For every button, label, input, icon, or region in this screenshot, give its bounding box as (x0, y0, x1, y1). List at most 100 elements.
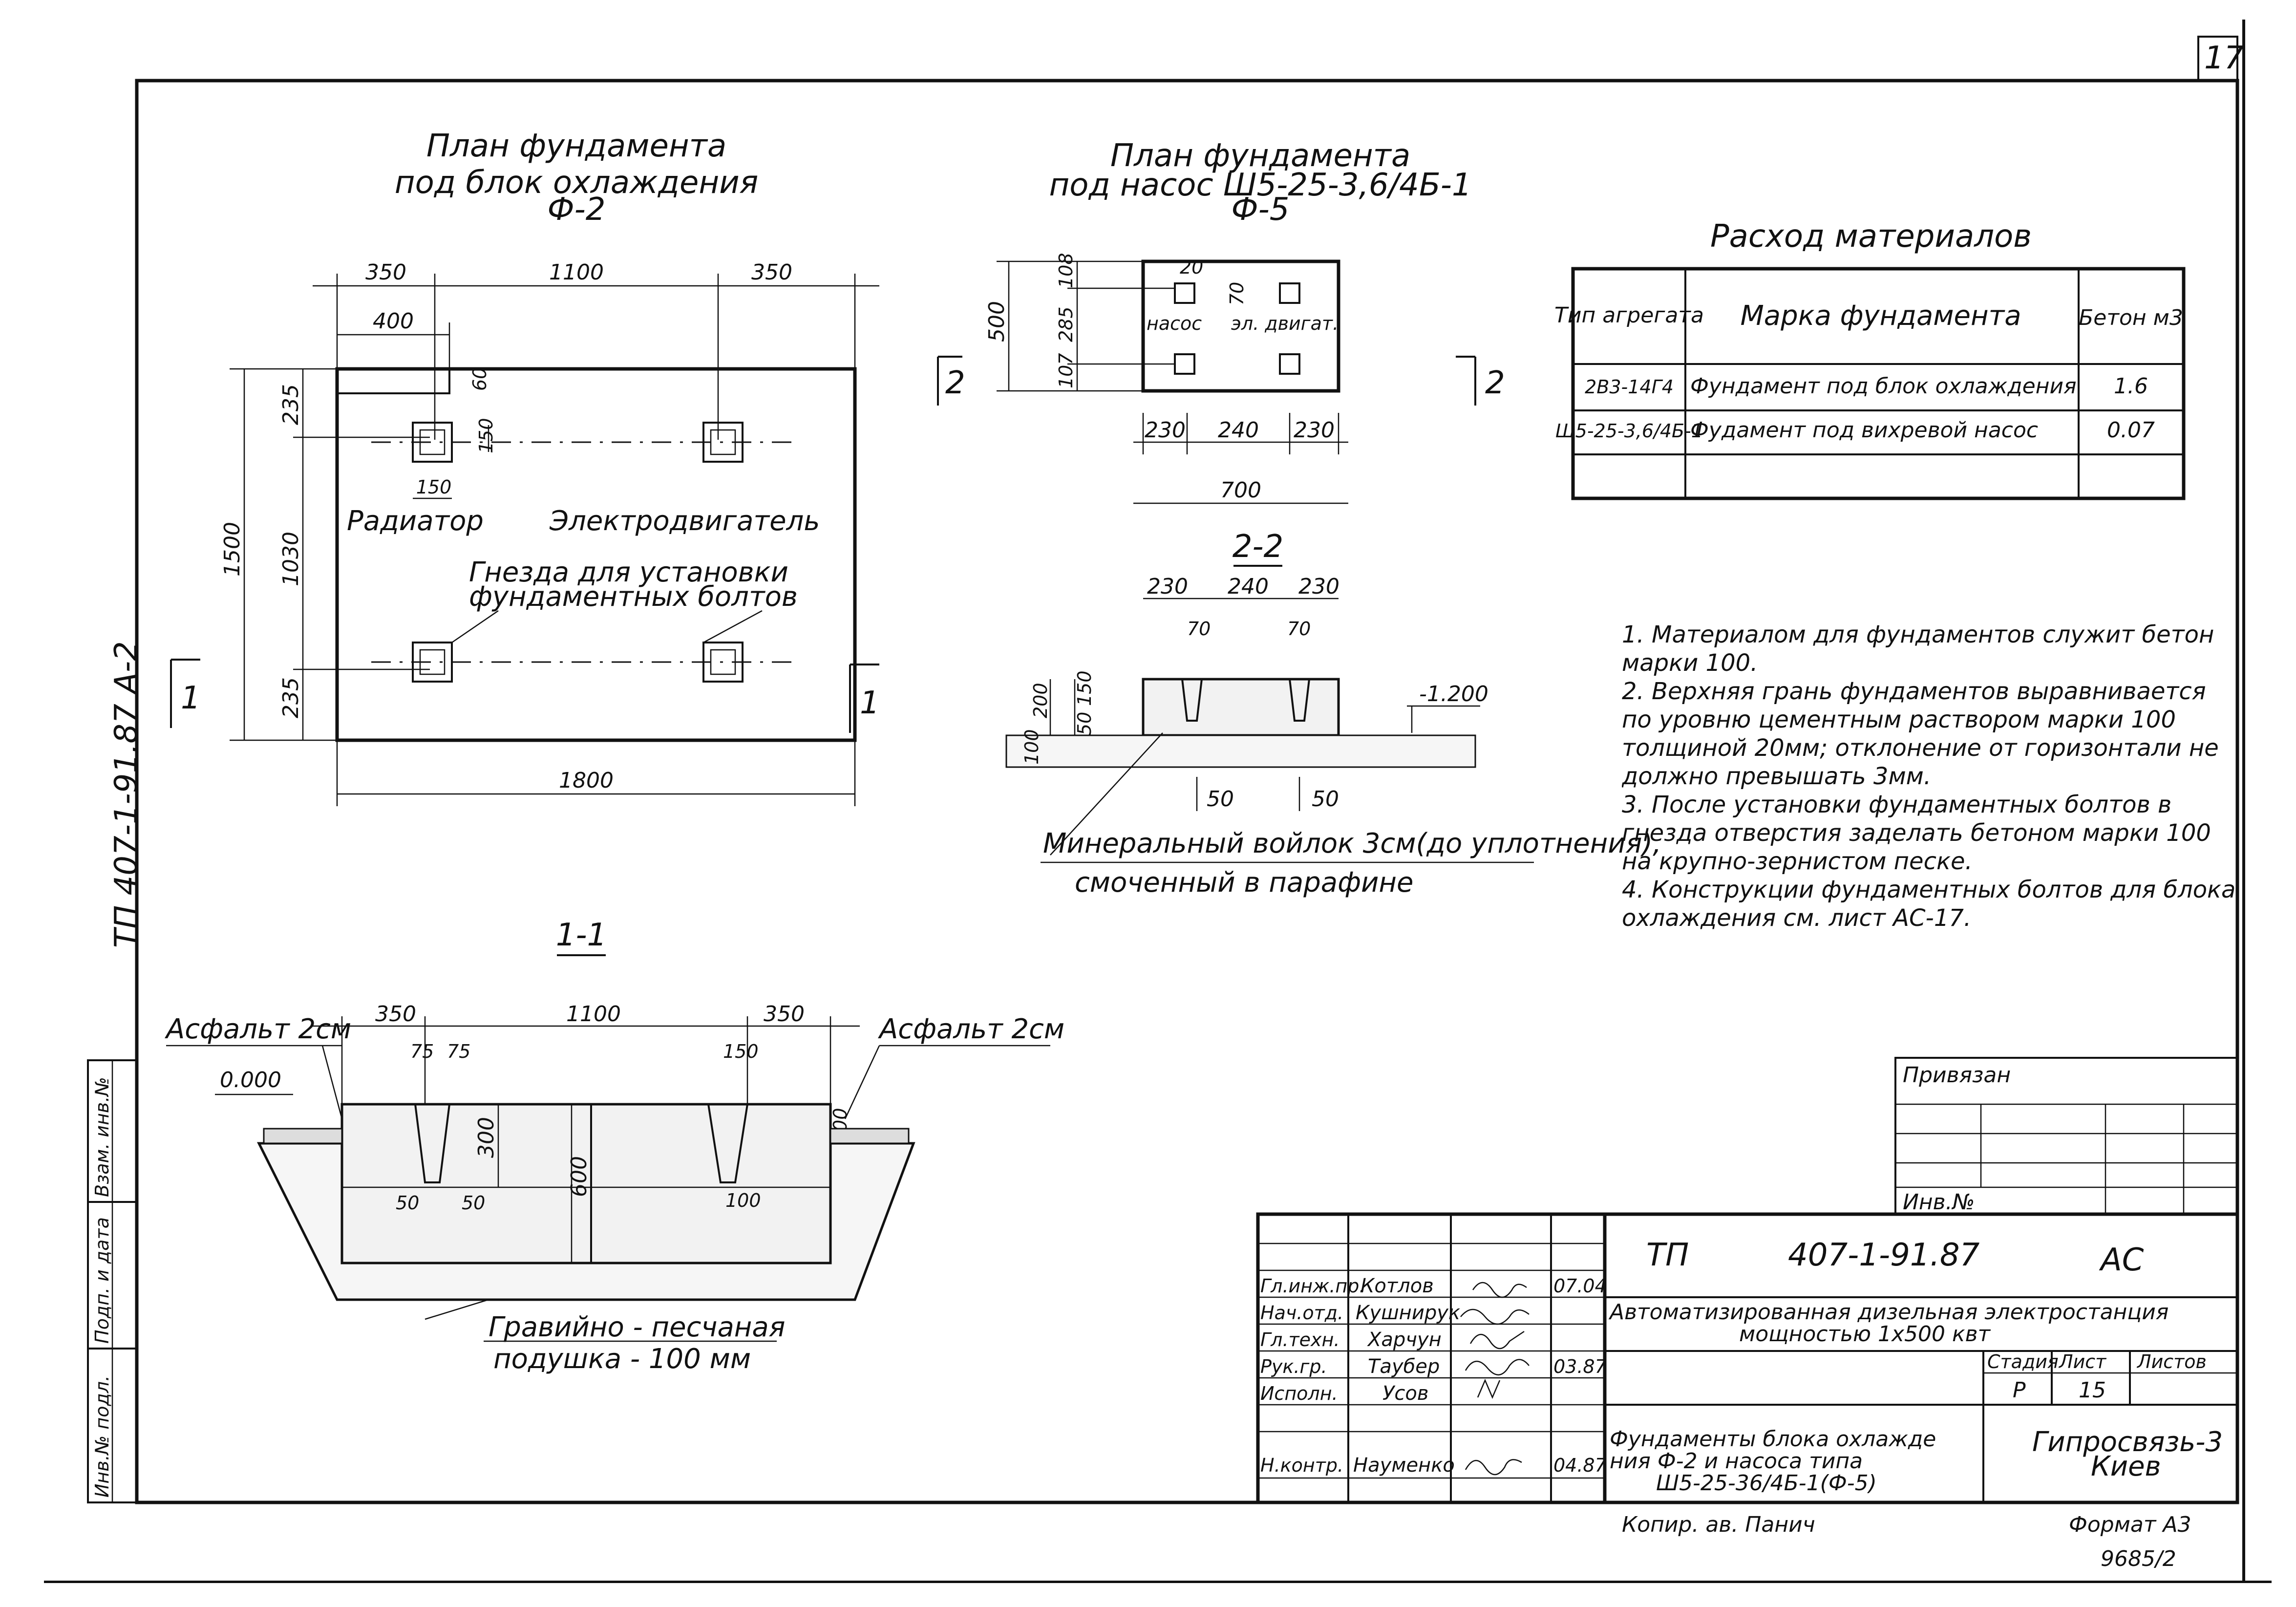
page-number-box (2197, 36, 2238, 82)
f2-dim-150-h: 150 (416, 476, 452, 498)
s22-dim-50-v: 50 (1074, 712, 1095, 735)
s11-dim-600: 600 (567, 1156, 592, 1197)
tb-name-4: Усов (1382, 1382, 1428, 1405)
s11-dim-50-b: 50 (462, 1192, 485, 1214)
f5-dim-500: 500 (984, 301, 1009, 342)
asphalt-left: Асфальт 2см (165, 1013, 351, 1045)
privyazan-inv: Инв.№ (1903, 1190, 1975, 1215)
materials-header-concrete: Бетон м3 (2079, 305, 2183, 330)
note-2: 2. Верхняя грань фундаментов выравнивает… (1622, 678, 2219, 790)
s11-dim-100-bottom: 100 (725, 1190, 761, 1211)
page-number: 17 (2204, 40, 2244, 76)
sheet-bottom-edge (44, 1581, 2272, 1583)
sheet-right-edge (2242, 20, 2245, 1583)
level-0000: 0.000 (220, 1068, 281, 1093)
s22-dim-100: 100 (1021, 729, 1042, 765)
tb-name-3: Таубер (1368, 1355, 1440, 1378)
signatures (1460, 1282, 1530, 1476)
materials-title: Расход материалов (1710, 218, 2032, 255)
s11-asphalt-right (829, 1128, 910, 1144)
tb-sheets-header: Листов (2136, 1351, 2207, 1372)
f5-label-pump: насос (1147, 313, 1202, 334)
plan-f5-title-3: Ф-5 (1232, 192, 1290, 228)
s11-cushion-2: подушка - 100 мм (493, 1343, 751, 1375)
tb-date-3: 03.87 (1553, 1356, 1607, 1377)
s11-dim-75-b: 75 (447, 1041, 470, 1062)
plan-f5-title-2: под насос Ш5-25-3,6/4Б-1 (1049, 167, 1471, 203)
note-4: 4. Конструкции фундаментных болтов для б… (1622, 876, 2236, 932)
materials-row2-concrete: 0.07 (2107, 418, 2155, 443)
f2-dim-150-v: 150 (475, 418, 497, 453)
f2-dim-350-right: 350 (751, 260, 792, 285)
tb-drawing-2: ния Ф-2 и насоса типа (1610, 1449, 1863, 1474)
s22-foundation (1142, 678, 1340, 737)
tb-name-1: Кушнирук (1356, 1302, 1460, 1324)
materials-header-type: Тип агрегата (1554, 303, 1704, 328)
tb-role-1: Нач.отд. (1260, 1302, 1343, 1324)
section-mark-2-left: 2 (945, 365, 965, 401)
copied-by: Копир. ав. Панич (1622, 1512, 1815, 1537)
s22-dim-50-right: 50 (1312, 787, 1339, 812)
plan-f2-title-2: под блок охлаждения (395, 165, 759, 201)
s11-dim-1100: 1100 (566, 1002, 621, 1027)
label-sockets-2: фундаментных болтов (469, 581, 798, 613)
section-1-1-title: 1-1 (556, 917, 607, 953)
stamp-vzam-inv: Взам. инв.№ (91, 1077, 113, 1197)
s22-dim-230-right: 230 (1298, 574, 1339, 599)
foundation-f5-outline (1141, 259, 1340, 393)
f2-dim-400: 400 (373, 309, 414, 334)
tb-role-4: Исполн. (1260, 1383, 1338, 1404)
privyazan-block: Привязан Инв.№ (1894, 1057, 2238, 1215)
tb-code-suffix: АС (2099, 1242, 2144, 1278)
asphalt-right: Асфальт 2см (878, 1013, 1064, 1045)
plan-f2-title-1: План фундамента (426, 128, 726, 164)
f2-dim-1100: 1100 (549, 260, 604, 285)
f2-dim-1500: 1500 (220, 522, 245, 577)
plan-f5-title-1: План фундамента (1110, 138, 1410, 174)
f2-dim-60: 60 (469, 367, 490, 391)
f5-dim-20: 20 (1180, 257, 1203, 278)
tb-project-2: мощностью 1х500 квт (1739, 1322, 1991, 1347)
side-code: ТП 407-1-91.87 А-2 (108, 641, 145, 948)
s11-dim-350-left: 350 (375, 1002, 416, 1027)
privyazan-title: Привязан (1903, 1063, 2011, 1088)
s22-note-1: Минеральный войлок 3см(до уплотнения), (1043, 828, 1661, 859)
tb-date-0: 07.04 (1553, 1275, 1607, 1297)
tb-sheet: 15 (2079, 1378, 2106, 1403)
label-sockets-1: Гнезда для установки (469, 557, 788, 588)
stamp-inv-podl: Инв.№ подл. (91, 1375, 113, 1498)
note-1: 1. Материалом для фундаментов служит бет… (1622, 621, 2214, 677)
tb-role-5: Н.контр. (1260, 1455, 1343, 1476)
s22-dim-50-left: 50 (1207, 787, 1234, 812)
f5-dim-285: 285 (1055, 306, 1077, 342)
f2-dim-1800: 1800 (559, 768, 614, 793)
plan-f2-title-3: Ф-2 (548, 192, 606, 228)
s22-dim-70-right: 70 (1287, 618, 1311, 640)
tb-project-1: Автоматизированная дизельная электростан… (1608, 1300, 2168, 1325)
f5-dim-107: 107 (1055, 353, 1077, 388)
label-radiator: Радиатор (347, 505, 484, 537)
tb-role-2: Гл.техн. (1260, 1329, 1339, 1350)
tb-sheet-header: Лист (2058, 1351, 2107, 1372)
materials-row2-mark: Фудамент под вихревой насос (1690, 418, 2038, 443)
f5-dim-230-right: 230 (1294, 418, 1335, 443)
s22-level: -1.200 (1419, 682, 1488, 707)
section-mark-1-right: 1 (860, 685, 880, 721)
side-stamp: Инв.№ подл. Подп. и дата Взам. инв.№ (87, 1059, 138, 1503)
foundation-f2-outline (335, 367, 857, 742)
format-label: Формат А3 (2069, 1512, 2191, 1537)
section-1-1: 1-1 Асфальт 2см Асфальт 2см 0.000 350 11… (165, 917, 1064, 1375)
materials-row1-mark: Фундамент под блок охлаждения (1690, 374, 2077, 399)
s22-dim-150: 150 (1074, 670, 1095, 706)
stamp-podp-data: Подп. и дата (91, 1217, 113, 1344)
s22-dim-70-left: 70 (1187, 618, 1211, 640)
materials-header-mark: Марка фундамента (1740, 300, 2021, 332)
tb-org-1: Гипросвязь-3 (2032, 1426, 2223, 1458)
section-mark-2-right: 2 (1485, 365, 1505, 401)
materials-row2-type: Ш5-25-3,6/4Б-1 (1555, 420, 1703, 442)
sheet-frame (135, 79, 2239, 1504)
materials-table: Расход материалов Тип агрегата Марка фун… (1554, 218, 2186, 500)
tb-name-5: Науменко (1353, 1454, 1455, 1477)
s11-foundation (340, 1103, 832, 1264)
f2-dim-235-bottom: 235 (278, 677, 303, 718)
